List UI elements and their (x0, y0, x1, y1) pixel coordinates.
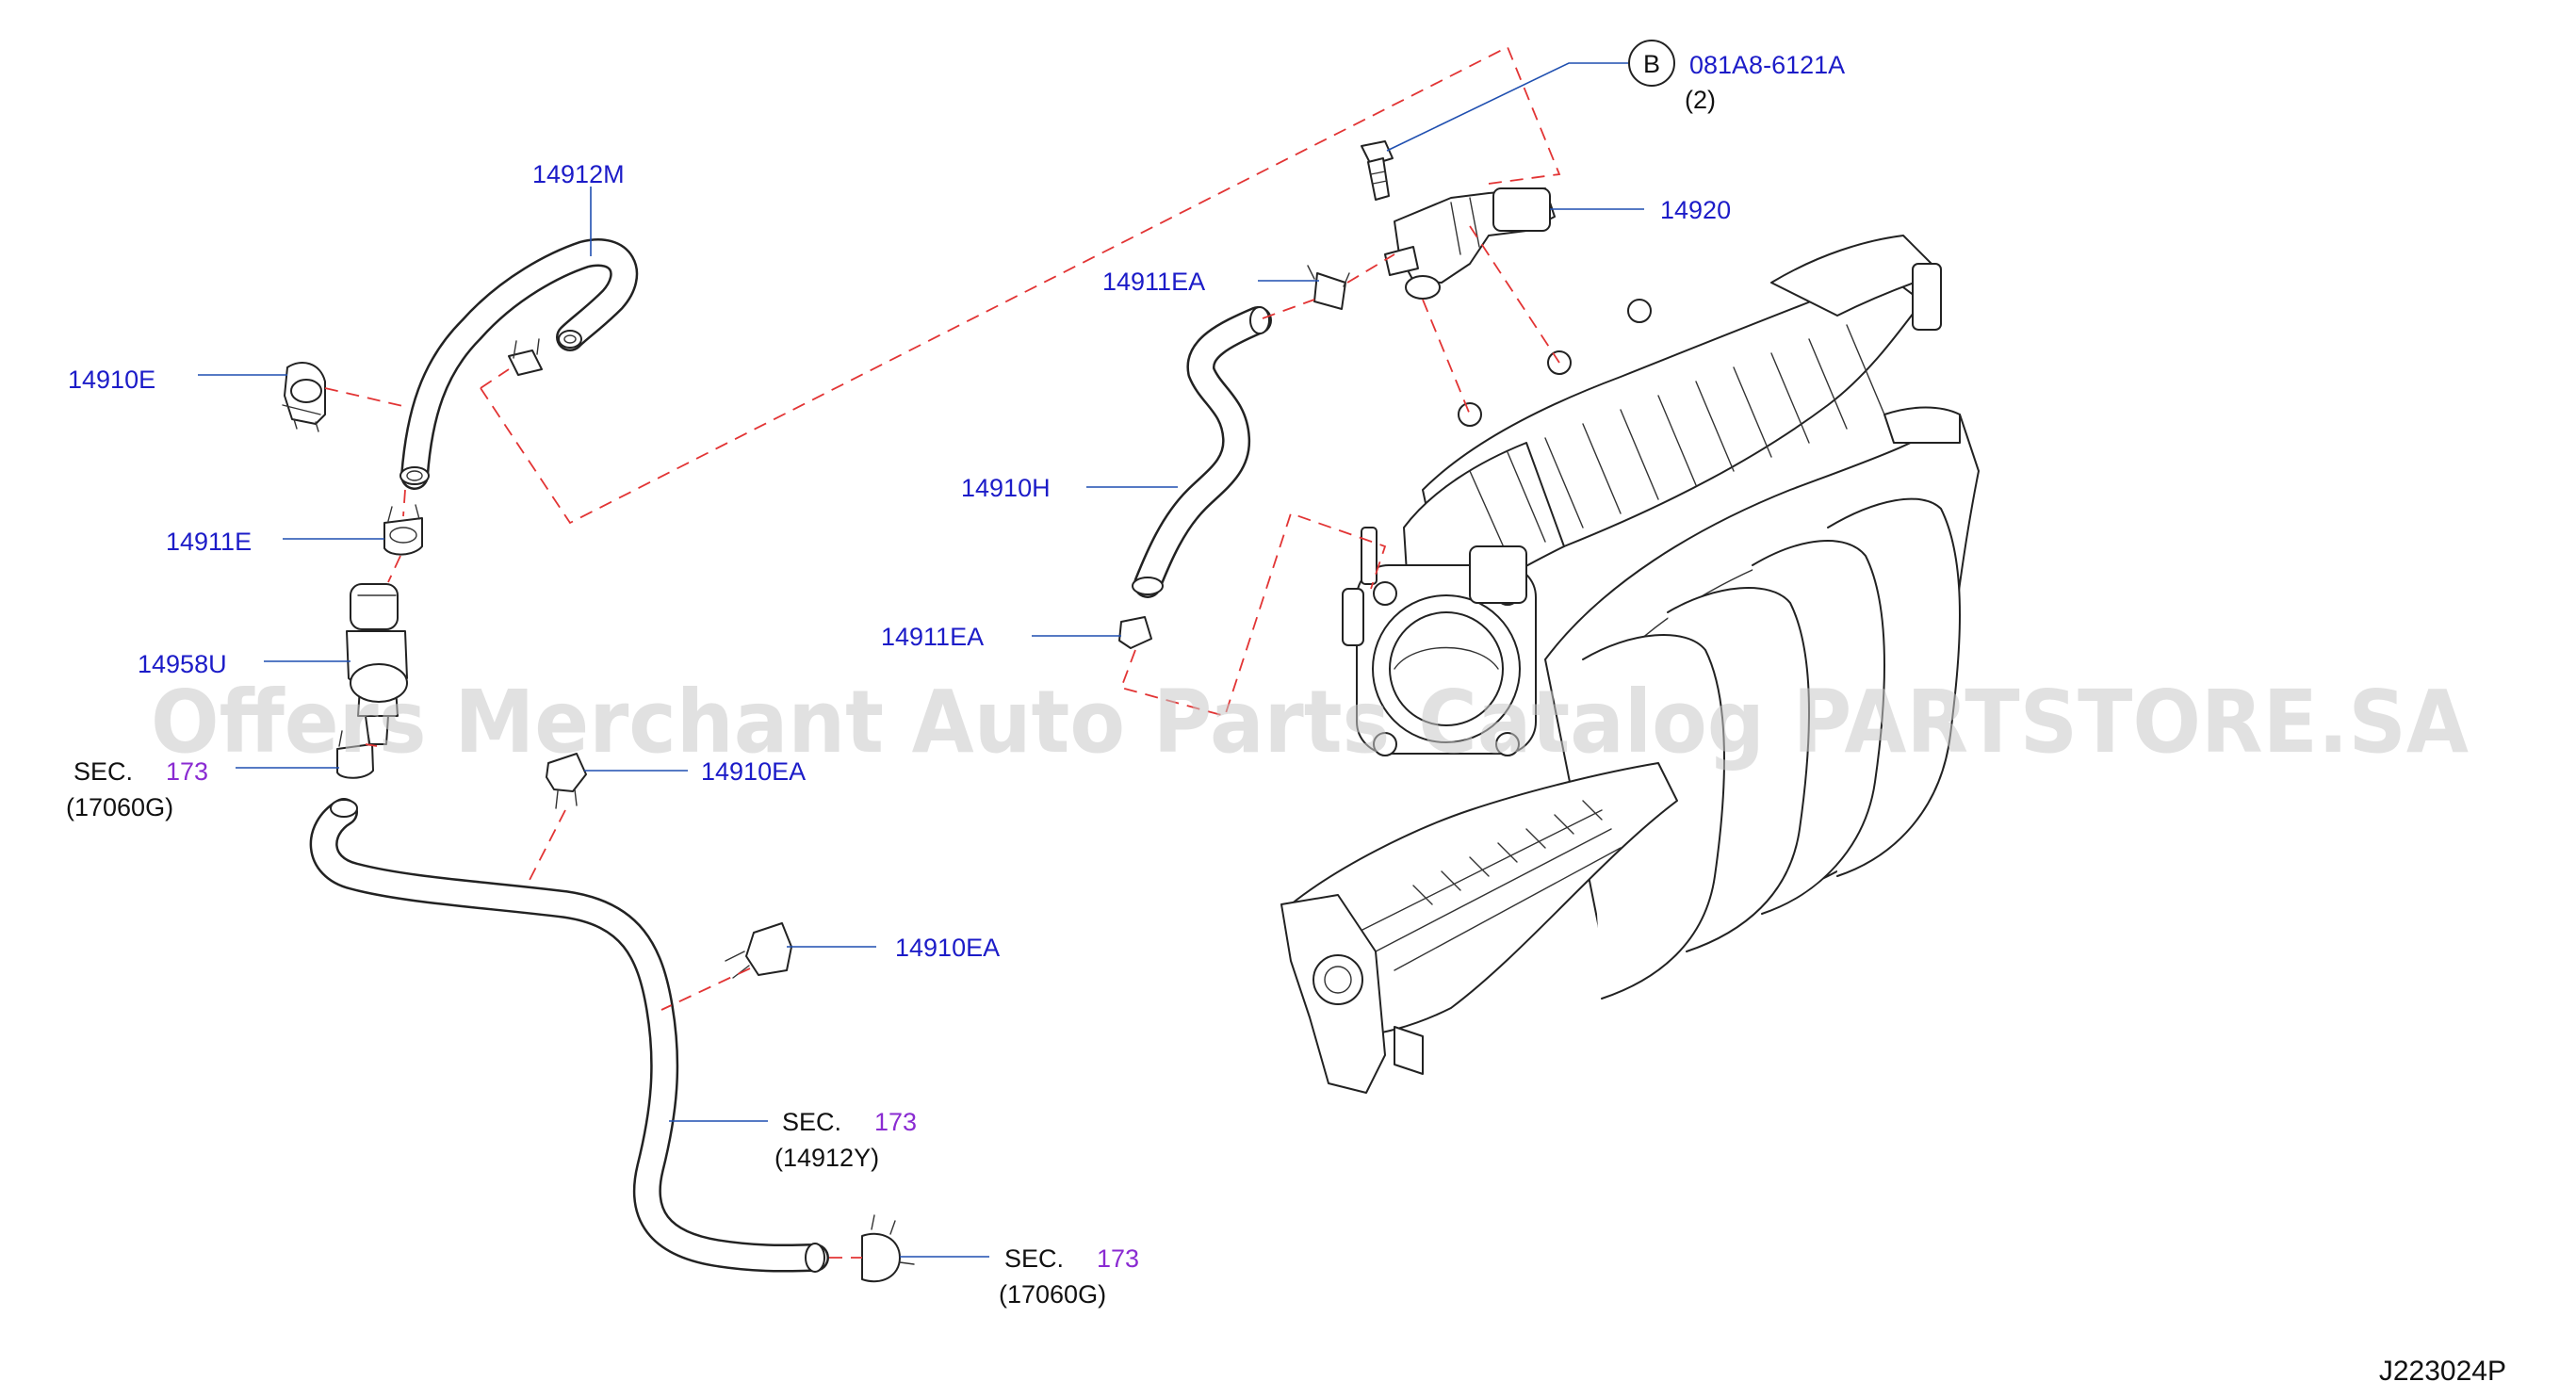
label-14912m: 14912M (532, 160, 625, 188)
valve-14920 (1384, 187, 1556, 300)
clamp-14910ea-upper (546, 753, 587, 809)
hose-14910h (1132, 306, 1272, 598)
part-labels: 14912M 14910E 14911E 14958U 14910EA 1491… (66, 40, 1845, 1309)
clamp-14911e (383, 504, 423, 556)
clamp-14910ea-lower (725, 922, 792, 979)
label-14910ea-upper: 14910EA (701, 757, 806, 786)
label-14920: 14920 (1660, 196, 1731, 224)
sec2-sub: (14912Y) (774, 1144, 879, 1172)
label-14911ea-upper: 14911EA (1102, 268, 1205, 296)
label-14911ea-lower: 14911EA (881, 623, 984, 651)
sec3-sub: (17060G) (999, 1280, 1106, 1309)
alignment-lines (324, 45, 1561, 1259)
sec1-sub: (17060G) (66, 793, 173, 821)
leader-lines (198, 62, 1644, 1258)
sec2-prefix: SEC. (782, 1108, 841, 1136)
clamp-near-14912m (508, 338, 543, 376)
bolt-081a8 (1361, 140, 1394, 201)
hose-lower (309, 798, 829, 1273)
label-14910ea-lower: 14910EA (895, 934, 1000, 962)
sec3-prefix: SEC. (1004, 1244, 1064, 1273)
label-14958u: 14958U (138, 650, 227, 678)
label-14910e: 14910E (68, 366, 155, 394)
label-bolt-qty: (2) (1685, 86, 1716, 114)
sec1-prefix: SEC. (73, 757, 133, 786)
clamp-sec1 (336, 729, 374, 779)
clamp-14911ea-upper (1307, 265, 1350, 310)
bolt-callout-letter: B (1643, 50, 1660, 78)
hose-14912m (399, 238, 639, 490)
clamp-sec3 (861, 1214, 915, 1283)
label-bolt-part: 081A8-6121A (1689, 51, 1845, 79)
watermark-text: Offers Merchant Auto Parts Catalog PARTS… (151, 672, 2469, 772)
sec3-number: 173 (1097, 1244, 1139, 1273)
label-14910h: 14910H (961, 474, 1051, 502)
intake-manifold (1280, 235, 1980, 1094)
sec1-number: 173 (166, 757, 208, 786)
sec2-number: 173 (874, 1108, 917, 1136)
valve-14958u (346, 583, 408, 745)
label-14911e: 14911E (166, 528, 252, 556)
clamp-14911ea-lower (1118, 616, 1152, 649)
bolt-callout-circle (1628, 40, 1675, 87)
clamp-14910e (282, 362, 326, 432)
reference-code: J223024P (2379, 1356, 2506, 1387)
